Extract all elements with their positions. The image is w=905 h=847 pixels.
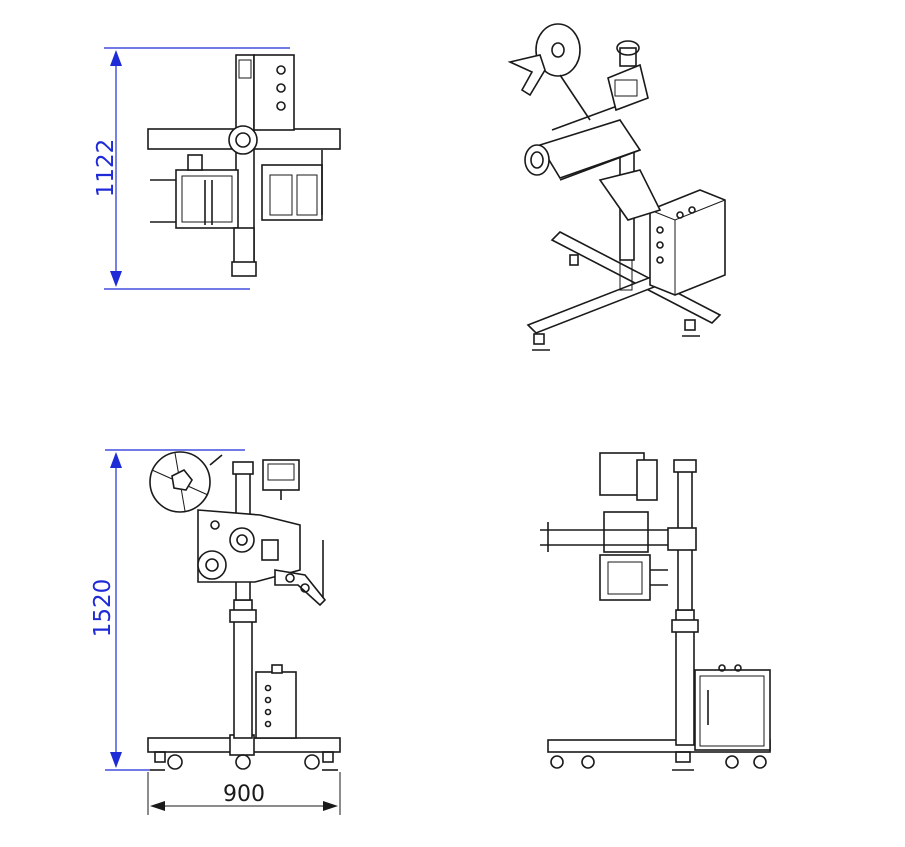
- isometric-view: [507, 23, 726, 351]
- dimension-1122: 1122: [93, 47, 290, 290]
- dim-label-1520: 1520: [90, 579, 116, 638]
- dim-label-900: 900: [223, 782, 265, 807]
- side-view: [147, 451, 341, 771]
- dimension-900: 900: [147, 772, 341, 815]
- dim-label-1122: 1122: [93, 139, 119, 198]
- top-view: [147, 54, 341, 277]
- front-view: [540, 452, 771, 771]
- dimension-1520: 1520: [90, 449, 245, 771]
